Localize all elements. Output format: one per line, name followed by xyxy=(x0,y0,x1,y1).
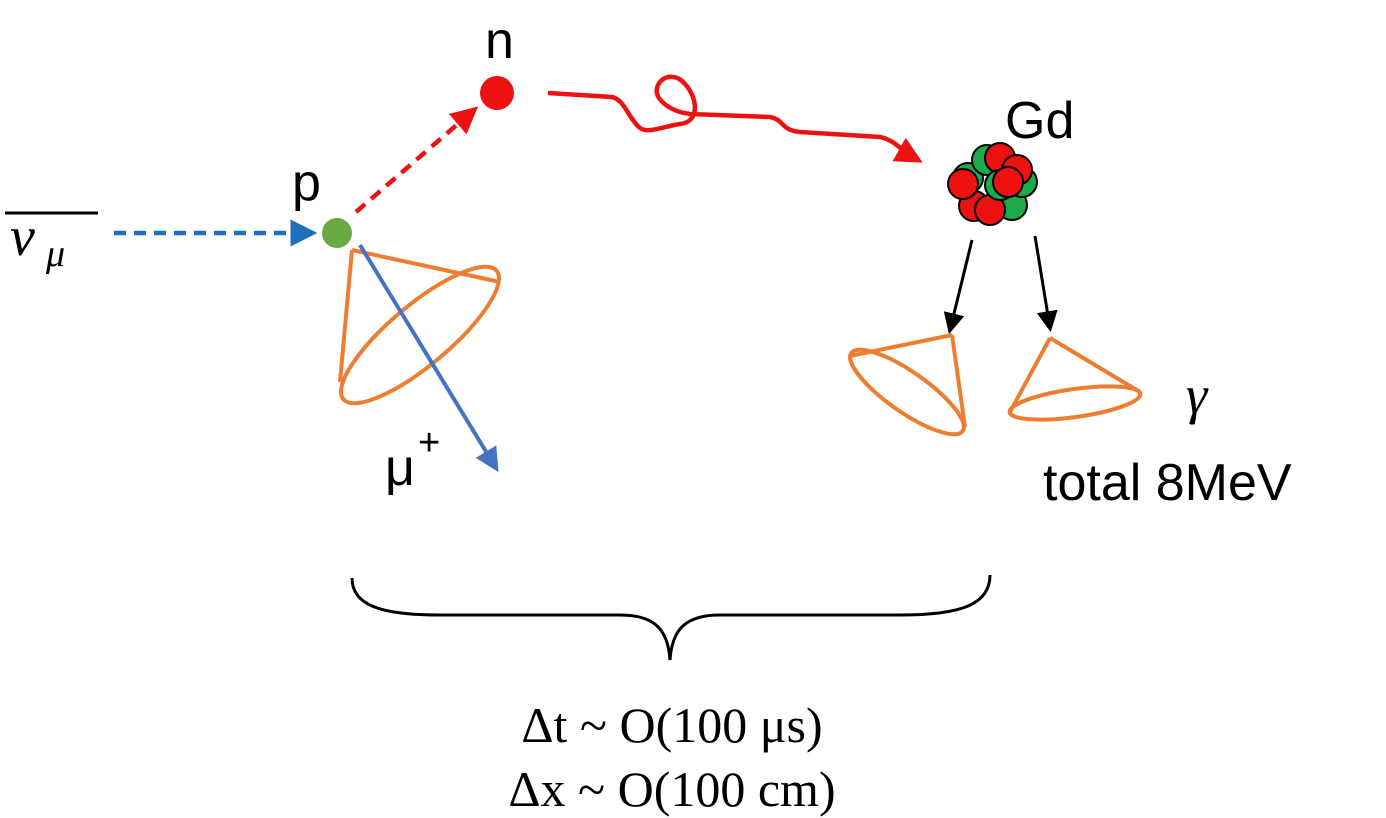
muon-track xyxy=(358,243,499,473)
muon-label: μ xyxy=(385,439,415,497)
gd-label: Gd xyxy=(1005,92,1074,150)
gamma-arrow-right xyxy=(1033,235,1058,333)
delta-t-label: Δt ~ O(100 μs) xyxy=(521,697,822,753)
neutron-dot xyxy=(480,76,514,110)
proton-label: p xyxy=(292,154,321,212)
span-brace xyxy=(350,574,992,661)
proton-dot xyxy=(322,218,352,248)
neutrino-symbol: ν xyxy=(10,206,35,268)
gamma-symbol: γ xyxy=(1186,365,1209,425)
gamma-arrow-left xyxy=(943,239,974,335)
neutron-label: n xyxy=(485,12,514,70)
delta-x-label: Δx ~ O(100 cm) xyxy=(508,761,835,817)
gd-nucleus-icon xyxy=(947,142,1038,226)
gamma-energy-label: total 8MeV xyxy=(1043,454,1292,512)
neutron-diffusion-path xyxy=(547,74,923,163)
muon-charge: + xyxy=(418,422,440,464)
neutrino-label: ν μ xyxy=(5,206,98,275)
muon-cherenkov-cone xyxy=(338,248,501,406)
gamma-cone-left xyxy=(848,333,967,437)
neutrino-subscript: μ xyxy=(45,233,65,275)
neutron-recoil-arrow xyxy=(354,106,479,214)
gamma-cone-right xyxy=(1007,336,1143,422)
